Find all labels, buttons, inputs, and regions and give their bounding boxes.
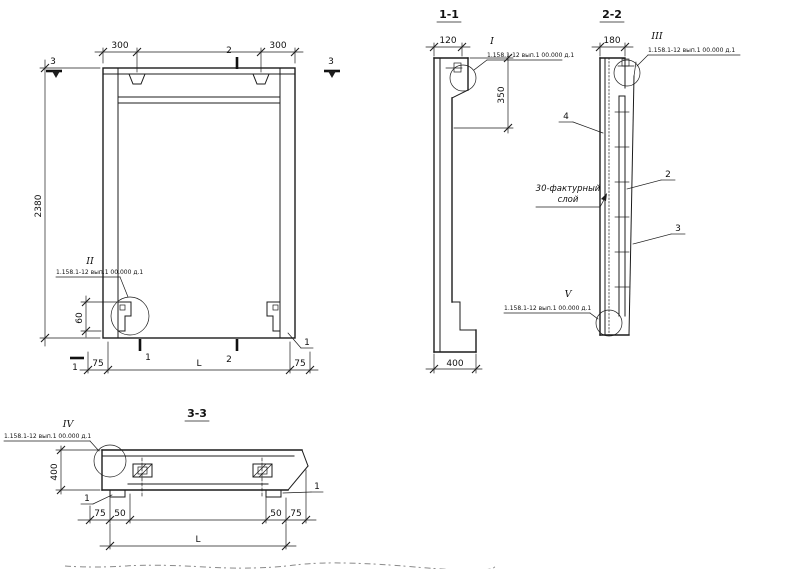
cut-2-bottom-label: 2: [226, 355, 232, 365]
dimension-height-2380: 2380: [34, 59, 101, 347]
foot-right: [265, 489, 282, 498]
dim-75-right: 75: [294, 359, 305, 369]
section-1-1-view: 1-1 120: [425, 8, 574, 374]
detail-IV-annotation: 1.158.1-12 вып.1 00.000 д.1: [4, 433, 91, 440]
section-1-1-dim-400: 400: [425, 353, 483, 374]
cut-3-right-arrow-icon: [328, 71, 336, 78]
reinforcement-ladder: [614, 95, 630, 317]
main-elevation-view: 300 300 2380 60 75 L 75: [34, 41, 340, 375]
dim-75-left: 75: [92, 359, 103, 369]
callout-4: 4: [558, 112, 604, 134]
detail-I-label: I: [489, 36, 494, 47]
detail-V-annotation: 1.158.1-12 вып.1 00.000 д.1: [504, 305, 591, 312]
panel-outline: [102, 67, 296, 339]
detail-V-circle: [595, 309, 623, 337]
dim-50-s33-left: 50: [114, 509, 126, 519]
dim-75-s33-left: 75: [94, 509, 105, 519]
cut-1-bottom-label: 1: [145, 353, 151, 363]
section-1-1-dim-350: 350: [453, 53, 514, 134]
callout-3-label: 3: [675, 224, 681, 234]
detail-IV-circle: [93, 444, 127, 478]
cut-3-left-arrow-icon: [52, 71, 60, 78]
detail-I-callout: I 1.158.1-12 вып.1 00.000 д.1: [473, 36, 574, 71]
corner-foot-left: [110, 296, 150, 336]
section-1-1-profile: [433, 57, 477, 353]
lifting-recess-left: [128, 73, 146, 85]
note-arrow-icon: [601, 193, 607, 201]
dimensions-bottom: 75 L 75: [79, 341, 319, 375]
textured-layer-note: 30-фактурный слой: [535, 184, 607, 208]
section-3-3-view: 3-3 IV 1.158.1-12 вып.1 00.000 д.1: [3, 407, 324, 551]
section-2-2-view: 2-2 180: [503, 8, 741, 337]
anchor-right: [252, 457, 273, 498]
detail-III-annotation: 1.158.1-12 вып.1 00.000 д.1: [648, 47, 735, 54]
callout-2: 2: [626, 170, 676, 190]
section-3-3-profile: [93, 444, 309, 498]
detail-II-label: II: [85, 256, 94, 267]
callout-1-s33-right: 1: [282, 482, 324, 494]
section-2-2-title: 2-2: [602, 8, 622, 21]
detail-V-callout: V 1.158.1-12 вып.1 00.000 д.1: [503, 289, 599, 320]
dimension-60: 60: [75, 295, 118, 338]
dim-300-right: 300: [269, 41, 286, 51]
dim-180: 180: [603, 36, 620, 46]
cut-3-right-label: 3: [328, 57, 334, 67]
dim-75-s33-right: 75: [290, 509, 301, 519]
callout-1-right-label: 1: [314, 482, 320, 492]
dim-L-s33: L: [195, 535, 200, 545]
dim-400-s33: 400: [50, 463, 60, 480]
detail-I-annotation: 1.158.1-12 вып.1 00.000 д.1: [487, 52, 574, 59]
lifting-recess-right: [252, 73, 270, 85]
section-1-1-title: 1-1: [439, 8, 459, 21]
section-3-3-dim-400: 400: [50, 445, 101, 495]
note-line2: слой: [558, 195, 579, 205]
dim-L: L: [196, 359, 201, 369]
detail-II-callout: II 1.158.1-12 вып.1 00.000 д.1: [55, 256, 143, 298]
section-1-1-dim-120: 120: [425, 36, 471, 57]
callout-1-s33-left: 1: [80, 494, 113, 505]
foot-left: [109, 489, 126, 498]
dim-2380: 2380: [34, 194, 44, 217]
dim-300-left: 300: [111, 41, 128, 51]
dim-400-s11: 400: [446, 359, 463, 369]
cut-3-left-label: 3: [50, 57, 56, 67]
section-2-2-dim-180: 180: [591, 36, 634, 57]
dim-50-s33-right: 50: [270, 509, 282, 519]
section-cut-marks: 2 2 1 1 3 3: [46, 46, 340, 373]
detail-IV-label: IV: [62, 419, 75, 430]
scan-artifact: [64, 562, 496, 569]
callout-1-label: 1: [304, 338, 310, 348]
detail-II-annotation: 1.158.1-12 вып.1 00.000 д.1: [56, 269, 143, 276]
detail-I-circle: [449, 64, 477, 92]
callout-1-main: 1: [287, 332, 314, 349]
cut-1-left-label: 1: [72, 363, 78, 373]
dim-60: 60: [75, 312, 85, 324]
detail-III-circle: [613, 59, 641, 87]
section-3-3-dims-row2: L: [99, 523, 297, 551]
detail-V-label: V: [565, 289, 573, 300]
callout-1-left-label: 1: [84, 494, 90, 504]
callout-4-label: 4: [563, 112, 569, 122]
callout-3: 3: [632, 224, 686, 245]
cut-2-top-label: 2: [226, 46, 232, 56]
item-3-edge: [628, 75, 635, 336]
detail-II-circle: [110, 296, 150, 336]
section-3-3-title: 3-3: [187, 407, 207, 420]
section-3-3-dims-row1: 75 50 50 75: [77, 469, 317, 525]
detail-III-callout: III 1.158.1-12 вып.1 00.000 д.1: [636, 31, 741, 67]
dim-350: 350: [497, 86, 507, 103]
lifting-recesses: [128, 73, 270, 85]
callout-2-label: 2: [665, 170, 671, 180]
anchor-left: [132, 457, 153, 498]
detail-IV-callout: IV 1.158.1-12 вып.1 00.000 д.1: [3, 419, 100, 452]
note-line1: 30-фактурный: [536, 184, 601, 194]
corner-foot-right: [266, 301, 281, 332]
detail-III-label: III: [650, 31, 663, 42]
dimensions-top: 300 300: [94, 41, 304, 73]
dim-120: 120: [439, 36, 456, 46]
